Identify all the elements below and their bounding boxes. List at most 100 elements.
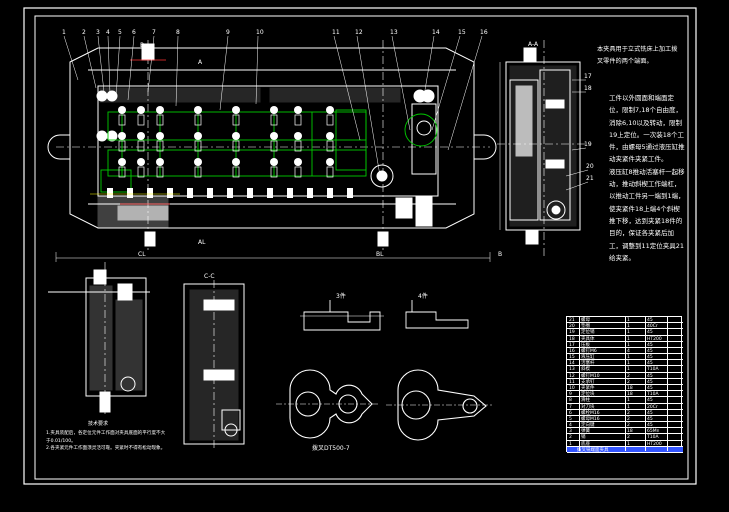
bom-cell: 支承钉 [581,379,595,385]
callout-number: 8 [176,29,180,36]
bom-cell: 4 [569,423,572,429]
clamp-unit [156,158,164,178]
bom-cell: 垫圈 [581,324,590,330]
base-bolt [167,188,173,198]
callout-number: 9 [226,29,230,36]
bom-cell: 1 [627,404,630,410]
callout-number: 6 [132,29,136,36]
bom-cell: 螺钉M10 [581,373,600,379]
bom-cell: 40Cr [647,324,658,330]
bom-cell: 45 [647,386,653,391]
callout-number: 21 [586,175,594,182]
base-bolt [287,188,293,198]
clamp-unit [194,158,202,178]
bom-cell: 20Cr [647,404,658,410]
bom-cell: T10A [647,367,659,373]
bom-column-divider [625,317,626,451]
clamp-units [107,106,353,198]
bom-cell: 21 [569,318,575,323]
part-view2-label: 4件 [418,292,428,300]
callout-leaders [63,35,589,191]
bom-cell: 螺钉M6 [581,348,597,354]
bom-cell: 7 [569,404,572,410]
part-outline-1 [276,369,380,439]
bom-cell: HT200 [647,441,662,447]
callout-number: 4 [106,29,110,36]
technical-requirements-title: 技术要求 [88,421,109,427]
callout-number: 2 [82,29,86,36]
bom-cell: 16 [569,348,575,354]
base-bolt [327,188,333,198]
outer-frame [23,7,697,485]
bom-cell: 滑柱 [581,398,590,404]
bom-cell: 45 [647,342,653,348]
base-bolt [247,188,253,198]
base-bolt [107,188,113,198]
bom-cell: 螺母 [581,318,590,323]
base-bolt [147,188,153,198]
section-c-c-label: C-C [204,273,215,280]
bom-column-divider [579,317,580,451]
clamp-unit [156,132,164,152]
bom-cell: 1 [627,367,630,373]
bom-column-divider [645,317,646,451]
bom-cell: 45 [647,410,653,416]
callout-number: 16 [480,29,488,36]
bom-cell: 20 [569,324,575,330]
clamp-unit [118,158,126,178]
callout-number: 11 [332,29,340,36]
clamp-unit [294,132,302,152]
bom-cell: 17 [569,342,575,348]
bom-cell: 底座 [581,441,590,447]
base-bolt [227,188,233,198]
working-principle-note: 工件以外圆面和端面定位，限制7,18个自由度，消除6,10以及转动，限制19上定… [609,94,685,262]
technical-requirements: 1.夹具装配后，各定位元件工作面对夹具底面的平行度不大于0.01/100。 2.… [46,431,166,451]
bom-cell: HT200 [647,336,662,342]
callout-number: 3 [96,29,100,36]
clamp-unit [156,106,164,126]
bom-cell: 5 [569,416,572,422]
clamp-unit [194,106,202,126]
bom-cell: 15 [569,355,575,361]
bom-cell: 18 [627,429,633,435]
callout-number: 12 [355,29,363,36]
bom-cell: 夹具体 [581,336,595,342]
clamp-unit [232,158,240,178]
inner-frame [34,15,689,480]
view-a-label: A [198,59,203,66]
bom-cell: 1 [627,398,630,404]
bom-title: 拨叉铣端面夹具 [577,447,609,453]
base-bolt [207,188,213,198]
callout-number: 18 [584,85,592,92]
dim-label-center: AL [198,239,206,246]
bom-cell: 1 [569,441,572,447]
bom-cell: 对刀块 [581,404,595,410]
bom-cell: 19 [569,330,575,336]
bom-cell: 11 [569,379,575,385]
bom-cell: 螺母M16 [581,416,600,422]
bom-cell: 斜楔 [581,367,590,373]
bom-column-divider [667,317,668,451]
bom-cell: 2 [627,373,630,379]
clamp-unit [270,158,278,178]
clamp-unit [118,132,126,152]
bom-cell: 2 [569,435,572,441]
bom-cell: 18 [627,392,633,398]
bom-cell: 螺栓M16 [581,410,600,416]
clamp-unit [232,106,240,126]
bom-cell: T10A [647,435,659,441]
bom-cell: 45 [647,398,653,404]
bom-cell: 2 [627,416,630,422]
base-bolt [187,188,193,198]
bom-cell: 45 [647,355,653,361]
part-detail-2 [405,300,469,329]
bom-cell: 18 [569,336,575,342]
clamp-unit [270,132,278,152]
bom-cell: 6 [569,410,572,416]
bom-cell: 1 [627,361,630,367]
callout-number: 15 [458,29,466,36]
clamp-unit [326,158,334,178]
bom-cell: 8 [569,398,572,404]
bom-cell: 45 [647,423,653,429]
